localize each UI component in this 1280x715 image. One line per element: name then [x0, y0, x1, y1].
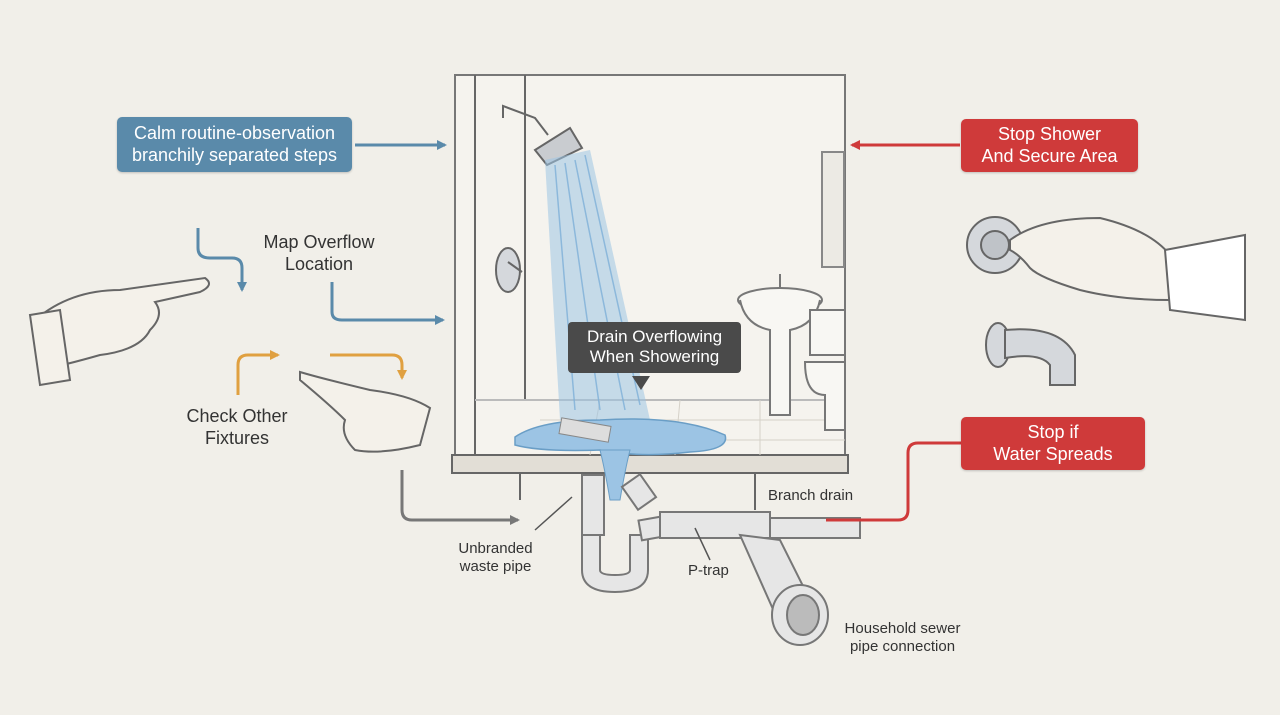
pointing-hand-middle	[299, 370, 432, 453]
p-trap-label: P-trap	[688, 562, 729, 579]
connector-stop-spreads	[826, 441, 962, 522]
sewer-connection-line1: Household sewer	[844, 620, 961, 637]
sewer-connection-label: Household sewer pipe connection	[835, 620, 970, 656]
hand-on-valve	[966, 216, 1246, 322]
map-overflow-line1: Map Overflow	[263, 232, 375, 252]
arrow-check-right	[330, 353, 407, 380]
wall-cabinet	[821, 151, 845, 268]
stop-if-spreads-line2: Water Spreads	[993, 443, 1113, 464]
drain-pipes	[581, 472, 861, 646]
wall-valve	[495, 247, 523, 293]
shower-head	[502, 104, 584, 167]
arrow-map-curve	[196, 228, 247, 292]
tub-spout	[985, 322, 1076, 386]
drain-overflowing-callout: Drain Overflowing When Showering	[568, 322, 741, 373]
leader-ptrap	[694, 527, 711, 561]
map-overflow-line2: Location	[284, 253, 354, 274]
check-fixtures-label: Check Other Fixtures	[172, 406, 302, 449]
calm-routine-label: Calm routine-observation branchily separ…	[117, 117, 352, 173]
drain-overflowing-line2: When Showering	[589, 347, 720, 367]
arrow-check-up	[236, 350, 280, 395]
callout-tail	[632, 376, 650, 390]
sink	[737, 274, 823, 416]
drain-overflowing-line1: Drain Overflowing	[586, 327, 723, 346]
unbranded-pipe-line2: waste pipe	[459, 558, 532, 575]
toilet	[803, 309, 846, 431]
arrow-to-pipe	[400, 470, 520, 525]
stop-if-spreads-label: Stop if Water Spreads	[961, 417, 1145, 471]
stop-shower-line2: And Secure Area	[981, 145, 1118, 166]
calm-routine-line2: branchily separated steps	[131, 144, 338, 165]
map-overflow-label: Map Overflow Location	[248, 232, 390, 275]
unbranded-pipe-line1: Unbranded	[458, 540, 533, 557]
unbranded-pipe-label: Unbranded waste pipe	[448, 540, 543, 576]
check-fixtures-line1: Check Other	[186, 406, 288, 426]
branch-drain-label: Branch drain	[768, 487, 854, 504]
stop-shower-line1: Stop Shower	[997, 124, 1102, 144]
overflow-puddle	[514, 417, 727, 501]
stop-shower-label: Stop Shower And Secure Area	[961, 119, 1138, 173]
leader-unbranded	[534, 496, 573, 531]
arrow-map-to-wall	[330, 282, 445, 325]
sewer-connection-line2: pipe connection	[849, 638, 956, 655]
calm-routine-line1: Calm routine-observation	[133, 123, 336, 143]
stop-if-spreads-line1: Stop if	[1027, 422, 1079, 442]
pointing-hand-left	[28, 276, 210, 387]
check-fixtures-line2: Fixtures	[204, 427, 269, 448]
